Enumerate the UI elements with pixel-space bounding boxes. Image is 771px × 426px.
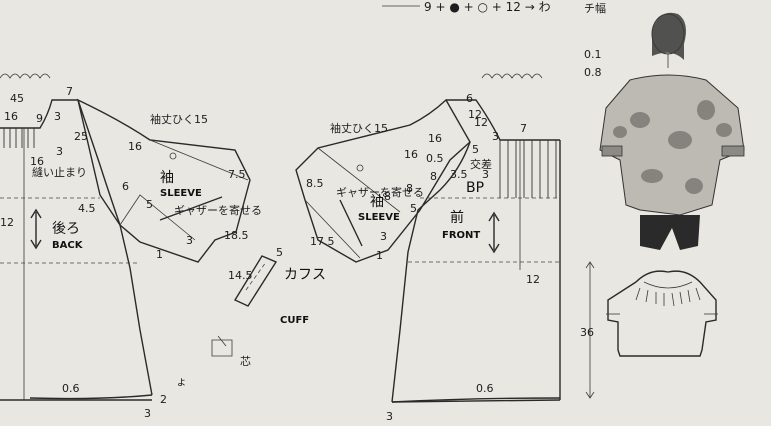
cuff-label-en: CUFF [280,315,309,326]
back-dim-6: 6 [122,180,129,193]
front-dim-36: 36 [580,326,594,339]
side-note-1: チ幅 [584,2,606,15]
back-dim-5: 5 [146,198,153,211]
cuff: 5 14.5 カフス CUFF 芯 ょ [176,246,326,388]
back-dim-0-6: 0.6 [62,382,80,395]
gather-marks-back [0,73,51,79]
front-cross-label: 交差 [470,157,492,171]
back-dim-7: 7 [66,85,73,98]
front-sleeve-label-jp: 袖 [370,194,384,210]
front-bp-label: BP [466,180,484,196]
cuff-dim-5: 5 [276,246,283,259]
back-sleeve-dim-18-5: 18.5 [224,229,249,242]
back-dim-3a: 3 [54,110,61,123]
side-note-2: 0.1 [584,48,602,61]
back-sleeve-dim-7-5: 7.5 [228,168,246,181]
back-slit-stop: 縫い止まり [32,165,87,179]
back-dim-12: 12 [0,216,14,229]
side-note-3: 0.8 [584,66,602,79]
front-sleeve-label-en: SLEEVE [358,212,400,223]
front-dim-12c: 12 [468,108,482,121]
back-sleeve-label-jp: 袖 [160,170,174,186]
cuff-dim-14-5: 14.5 [228,269,253,282]
front-sleeve-dim-16: 16 [404,148,418,161]
front-sleeve: 袖丈ひく15 袖 SLEEVE ギャザーを寄せる 16 8.5 17.5 1 3… [295,98,471,263]
top-formula: 9 + ● + ○ + 12 → わ [424,0,551,14]
back-dim-3c: 3 [144,407,151,420]
front-dim-6: 6 [466,92,473,105]
front-sleeve-dim-8-5: 8.5 [306,177,324,190]
front-dim-7: 7 [520,122,527,135]
model-illustration [599,12,745,250]
gather-marks-front [481,73,543,79]
back-dim-4-5: 4.5 [78,202,96,215]
back-sleeve-dim-3: 3 [186,234,193,247]
back-sleeve-label-en: SLEEVE [160,188,202,199]
back-label-jp: 後ろ [52,221,80,237]
back-label-en: BACK [52,240,84,251]
back-sleeve-length: 袖丈ひく15 [150,112,208,126]
back-dim-16b: 16 [30,155,44,168]
front-bodice: 前 FRONT 交差 BP 6 7 12 3 16 8 5 12 3 0.5 3… [386,73,595,423]
flat-sketch [606,270,718,357]
back-dim-3b: 3 [56,145,63,158]
front-dim-0-6: 0.6 [476,382,494,395]
front-dim-16: 16 [428,132,442,145]
front-dim-12a: 12 [474,116,488,129]
front-sleeve-dim-8: 8 [384,190,391,203]
cuff-label-jp: カフス [284,267,326,283]
back-dim-2: 2 [160,393,167,406]
back-sleeve-dim-16: 16 [128,140,142,153]
front-dim-5: 5 [472,143,479,156]
front-sleeve-dim-3: 3 [380,230,387,243]
back-dim-45: 45 [10,92,24,105]
front-dim-0-5: 0.5 [426,152,444,165]
front-sleeve-dim-17-5: 17.5 [310,235,335,248]
front-dim-8: 8 [430,170,437,183]
back-dim-1: 1 [156,248,163,261]
back-dim-25: 25 [74,130,88,143]
front-dim-3a: 3 [492,130,499,143]
back-bodice: 後ろ BACK 縫い止まり 45 7 9 3 16 3 25 12 16 4.5… [0,73,167,420]
back-dim-16a: 16 [4,110,18,123]
front-sleeve-dim-1: 1 [376,249,383,262]
back-sleeve: 袖丈ひく15 袖 SLEEVE ギャザーを寄せる 16 7.5 3 18.5 [76,98,262,263]
front-dim-8b: 8 [406,182,413,195]
front-sleeve-length: 袖丈ひく15 [330,121,388,135]
front-dim-12b: 12 [526,273,540,286]
interfacing-label: 芯 [240,354,251,368]
front-dim-3b: 3 [482,168,489,181]
front-sleeve-gather: ギャザーを寄せる [336,185,424,199]
fold-mark: ょ [176,375,187,388]
front-label-jp: 前 [450,209,464,226]
front-dim-3-5: 3.5 [450,168,468,181]
front-dim-3c: 3 [386,410,393,423]
front-dim-5b: 5 [410,202,417,215]
back-dim-9: 9 [36,112,43,125]
front-label-en: FRONT [442,230,480,241]
